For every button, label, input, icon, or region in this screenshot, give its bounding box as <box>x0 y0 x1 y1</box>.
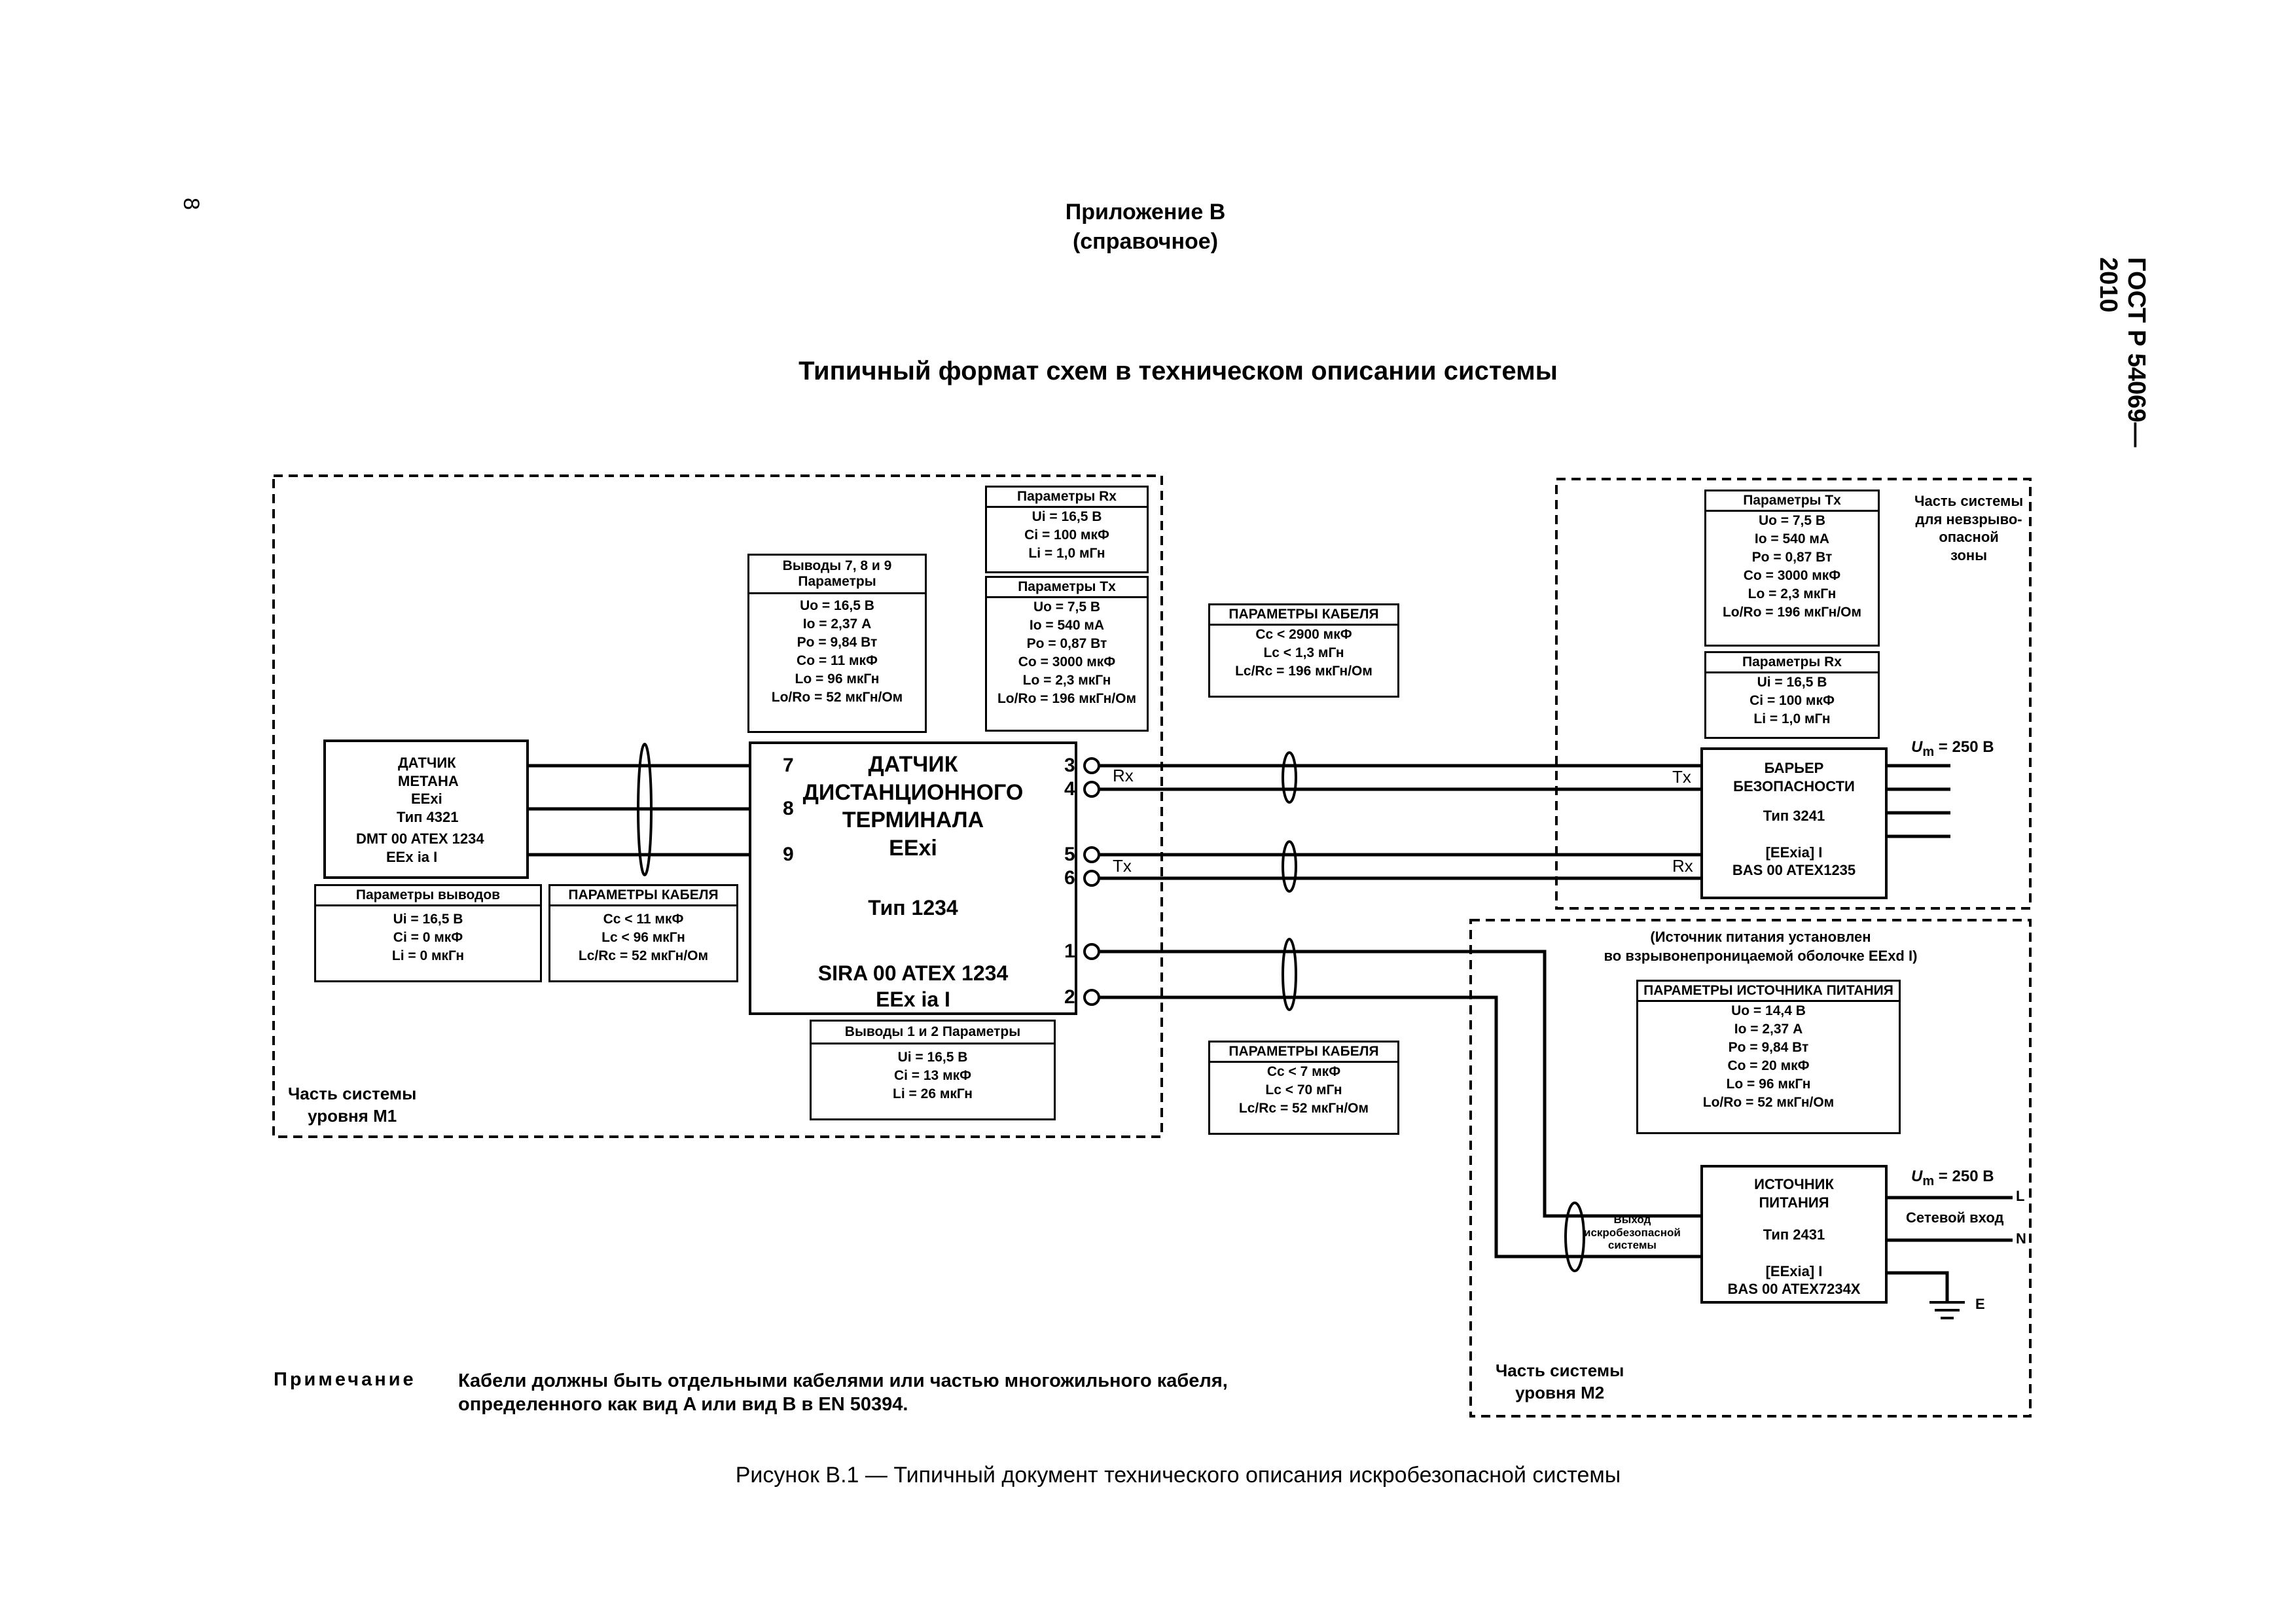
mains-input-label: Сетевой вход <box>1906 1209 2004 1226</box>
earth-E-label: E <box>1975 1296 1985 1312</box>
rx-label-barrier: Rx <box>1672 856 1693 876</box>
tx-label-barrier: Tx <box>1672 767 1691 787</box>
wires <box>524 764 2013 1301</box>
power-um-label: Um = 250 В <box>1911 1168 1994 1188</box>
tx-label-terminal: Tx <box>1113 856 1132 876</box>
pin-1-label: 1 <box>1064 940 1075 962</box>
rx-label-terminal: Rx <box>1113 766 1134 785</box>
mains-L-label: L <box>2016 1188 2025 1204</box>
note-label: Примечание <box>274 1369 416 1390</box>
pin-3-label: 3 <box>1064 755 1075 776</box>
section-title: Типичный формат схем в техническом описа… <box>798 357 1558 385</box>
power-source: ИСТОЧНИК ПИТАНИЯ Тип 2431 [EExia] I BAS … <box>1700 1165 1888 1304</box>
earth-symbol <box>1929 1301 1965 1319</box>
appendix-title: Приложение В <box>1065 200 1226 224</box>
pin-7-label: 7 <box>783 755 794 776</box>
safety-barrier: БАРЬЕР БЕЗОПАСНОСТИ Тип 3241 [EExia] I B… <box>1700 747 1888 899</box>
pin-5-label: 5 <box>1064 844 1075 865</box>
zone-borders <box>272 474 2032 1418</box>
methane-sensor: ДАТЧИК МЕТАНА EExi Тип 4321 DMT 00 ATEX … <box>323 740 529 879</box>
pin-9-label: 9 <box>783 844 794 865</box>
mains-N-label: N <box>2016 1230 2026 1247</box>
pin-4-label: 4 <box>1064 778 1075 800</box>
zone-m2-border <box>1469 919 2032 1418</box>
figure-caption: Рисунок В.1 — Типичный документ техничес… <box>735 1463 1621 1488</box>
pin-2-label: 2 <box>1064 986 1075 1008</box>
remote-terminal-sensor: ДАТЧИК ДИСТАНЦИОННОГО ТЕРМИНАЛА EExi Тип… <box>749 741 1077 1015</box>
appendix-type: (справочное) <box>1072 229 1219 254</box>
cable-bundles <box>637 743 1585 1272</box>
zone-m1-border <box>272 474 1163 1138</box>
pin-6-label: 6 <box>1064 867 1075 889</box>
barrier-um-label: Um = 250 В <box>1911 738 1994 759</box>
note-text: Кабели должны быть отдельными кабелями и… <box>458 1370 1228 1416</box>
pin-8-label: 8 <box>783 798 794 819</box>
